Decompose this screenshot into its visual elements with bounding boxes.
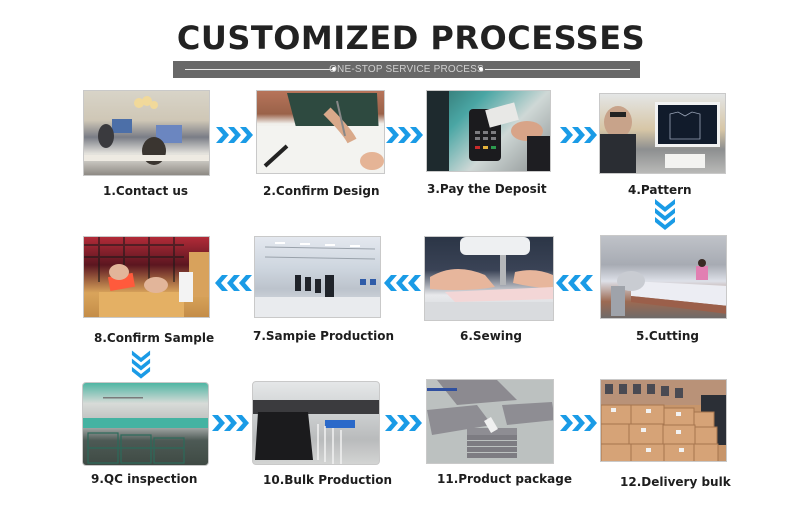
arrow-right-icon: [212, 413, 252, 433]
photo-folded-garments: [426, 379, 554, 464]
step-label: 12.Delivery bulk: [620, 475, 731, 489]
arrow-right-icon: [386, 125, 426, 145]
photo-payment-terminal: [426, 90, 551, 172]
arrow-left-icon: [556, 273, 596, 293]
photo-sewing-machine: [424, 236, 554, 321]
step-label: 9.QC inspection: [91, 472, 198, 486]
banner-dot-right: [479, 67, 483, 71]
photo-cad-pattern: [599, 93, 726, 174]
banner-subtitle: ONE-STOP SERVICE PROCESS: [329, 64, 484, 75]
step-label: 3.Pay the Deposit: [427, 182, 547, 196]
step-label: 4.Pattern: [628, 183, 692, 197]
step-label: 8.Confirm Sample: [94, 331, 215, 345]
banner-dot-left: [332, 67, 336, 71]
photo-taping-box: [83, 236, 210, 318]
step-label: 5.Cutting: [636, 329, 699, 343]
step-label: 10.Bulk Production: [263, 473, 393, 487]
photo-bulk-fabric: [252, 381, 380, 465]
step-label: 1.Contact us: [103, 184, 189, 198]
arrow-left-icon: [215, 273, 255, 293]
arrow-right-icon: [560, 413, 600, 433]
photo-sketching-design: [256, 90, 385, 174]
photo-office-workers: [83, 90, 210, 176]
arrow-right-icon: [385, 413, 425, 433]
arrow-right-icon: [216, 125, 256, 145]
step-label: 11.Product package: [437, 472, 572, 486]
photo-warehouse-racks: [82, 382, 209, 466]
banner-divider-right: [485, 69, 630, 70]
step-label: 7.Sampie Production: [253, 329, 395, 343]
banner-divider-left: [185, 69, 332, 70]
photo-production-line: [254, 236, 381, 318]
arrow-right-icon: [560, 125, 600, 145]
arrow-left-icon: [384, 273, 424, 293]
step-label: 6.Sewing: [460, 329, 523, 343]
page-title: CUSTOMIZED PROCESSES: [176, 19, 646, 57]
photo-cutting-floor: [600, 235, 727, 319]
step-label: 2.Confirm Design: [263, 184, 380, 198]
arrow-down-icon: [654, 199, 676, 231]
subtitle-banner: ONE-STOP SERVICE PROCESS: [173, 61, 640, 78]
photo-stacked-cartons: [600, 379, 727, 462]
arrow-down-icon: [131, 350, 151, 380]
